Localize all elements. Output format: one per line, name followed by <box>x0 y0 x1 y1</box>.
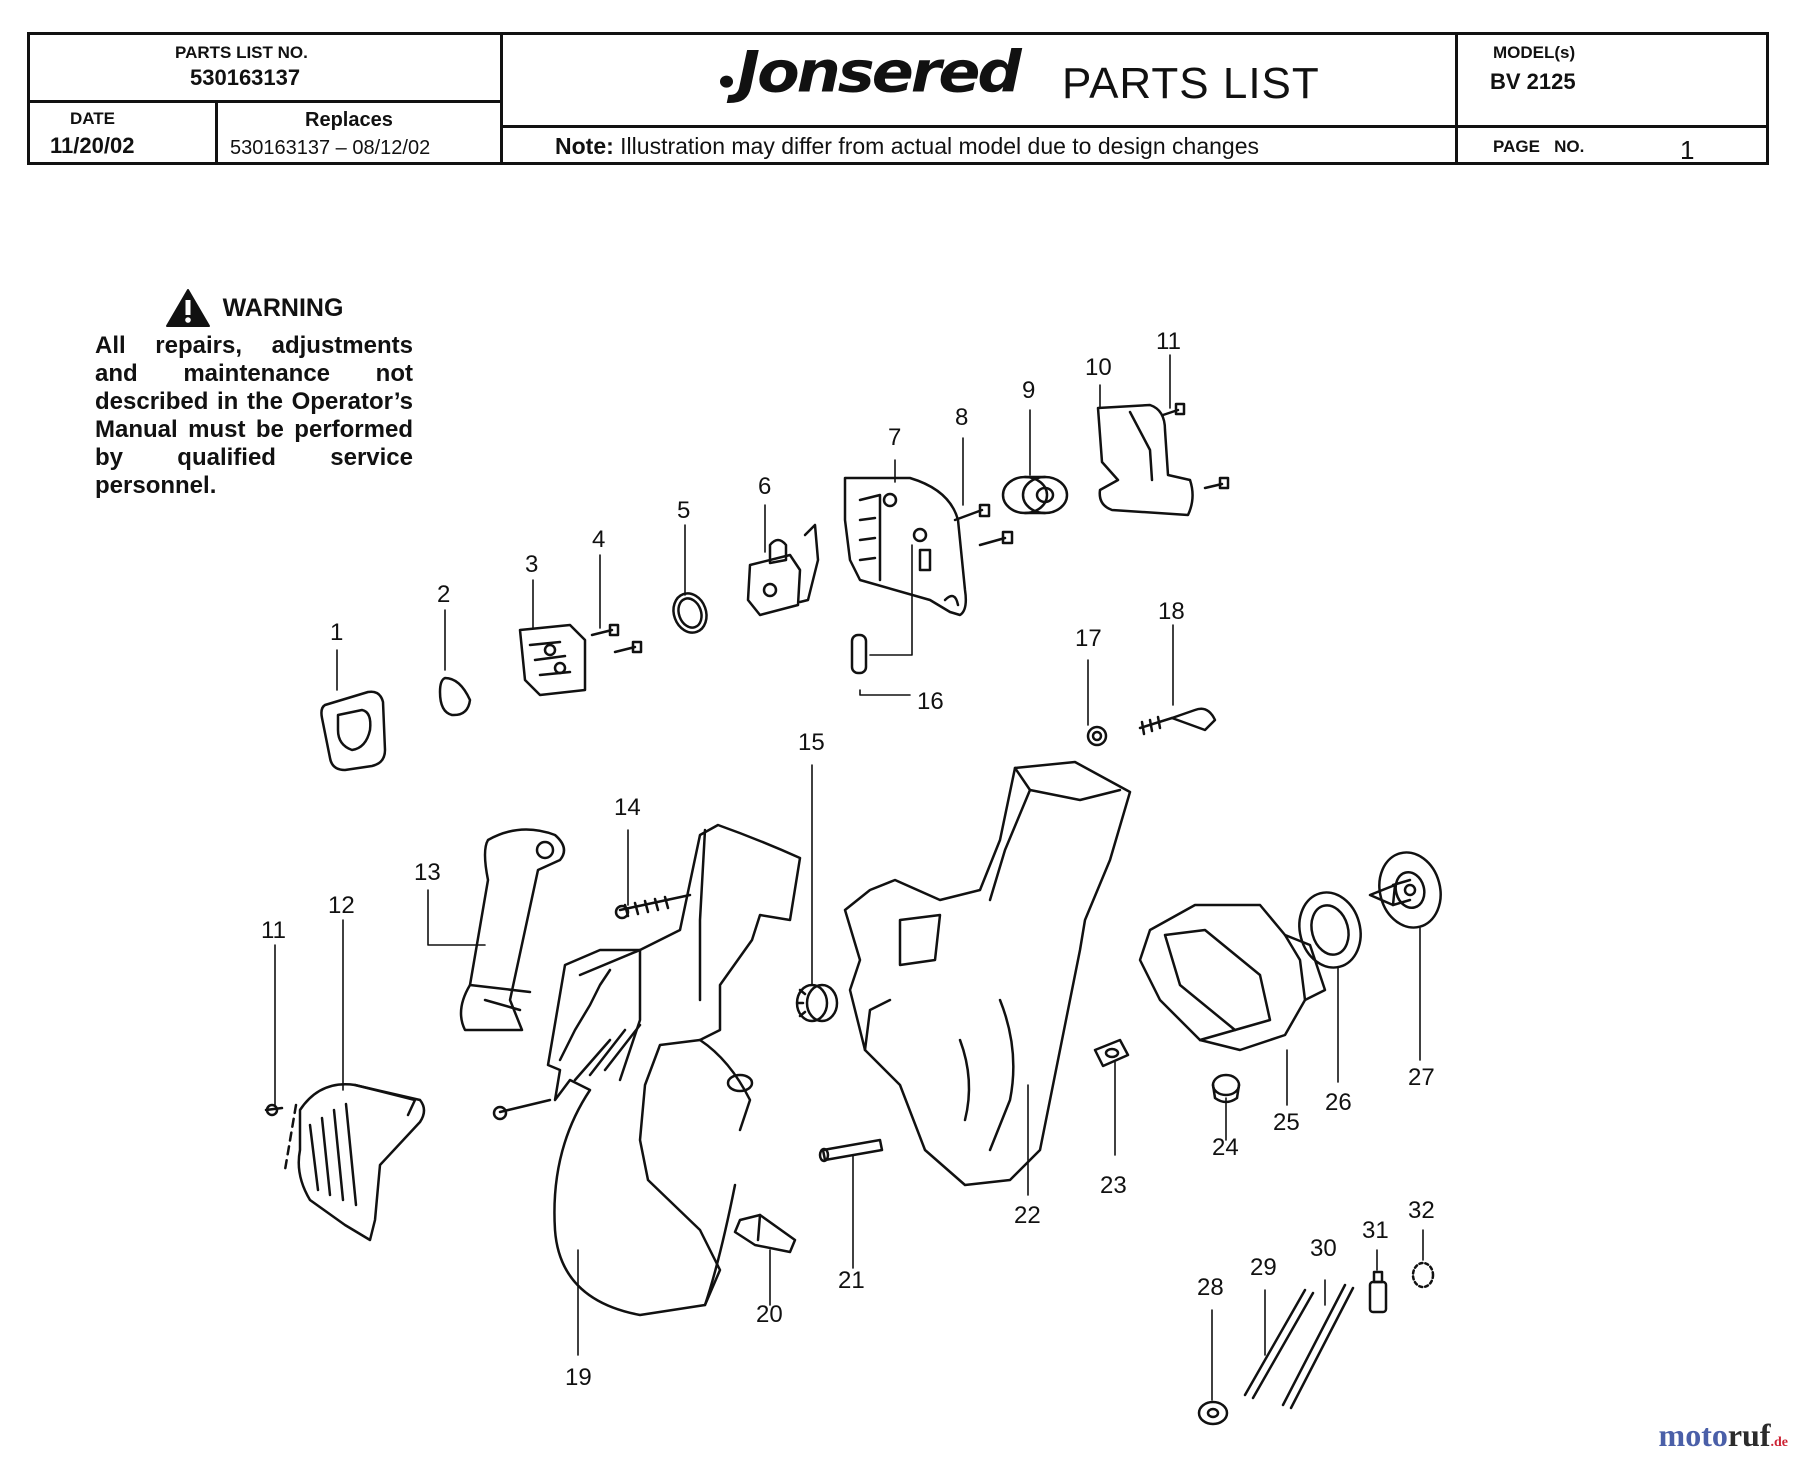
part-13-handle <box>459 828 566 1032</box>
parts-list-no: 530163137 <box>190 65 301 90</box>
part-31-fuel-filter <box>1368 1270 1388 1314</box>
date-value: 11/20/02 <box>50 133 135 158</box>
part-8-screws <box>953 503 1014 547</box>
part-20-clip <box>733 1213 797 1254</box>
callout-26: 26 <box>1325 1089 1352 1116</box>
part-27-bearing <box>1368 851 1442 929</box>
warning-text: All repairs, adjustments and maintenance… <box>95 332 413 499</box>
leader-lines <box>274 354 1424 1401</box>
part-21-pin <box>818 1138 884 1163</box>
callout-15: 15 <box>798 729 825 756</box>
callout-29: 29 <box>1250 1254 1277 1281</box>
callout-12: 12 <box>328 892 355 919</box>
callout-1: 1 <box>330 619 343 646</box>
part-18-knob <box>1138 707 1217 736</box>
part-9-spacer <box>1001 475 1069 515</box>
callout-16: 16 <box>917 688 944 715</box>
callout-11-top: 11 <box>1156 328 1181 355</box>
callout-9: 9 <box>1022 377 1035 404</box>
callout-18: 18 <box>1158 598 1185 625</box>
part-1-gasket <box>320 690 387 772</box>
callout-17: 17 <box>1075 625 1102 652</box>
part-25-fan-housing <box>1138 903 1327 1052</box>
callout-31: 31 <box>1362 1217 1389 1244</box>
part-15-gear <box>795 983 839 1023</box>
part-11-screw-top <box>1161 402 1230 490</box>
models-label: MODEL(s) <box>1493 43 1576 62</box>
part-22-blower-housing <box>843 760 1132 1187</box>
divider <box>215 100 218 162</box>
callout-5: 5 <box>677 497 690 524</box>
callout-30: 30 <box>1310 1235 1337 1262</box>
callout-22: 22 <box>1014 1202 1041 1229</box>
page-title: PARTS LIST <box>1062 59 1320 108</box>
callout-7: 7 <box>888 424 901 451</box>
part-16-pin <box>850 633 868 675</box>
warning-icon <box>165 289 210 327</box>
callout-labels: 1 2 3 4 5 6 7 8 9 10 11 16 17 18 15 14 1… <box>261 328 1435 1391</box>
divider <box>500 125 1766 128</box>
divider <box>500 35 503 162</box>
part-30-fuel-line <box>1281 1283 1355 1410</box>
part-3-filter-base <box>518 623 587 697</box>
part-10-cover <box>1096 403 1194 517</box>
part-2-cap <box>438 676 472 717</box>
part-19-main-housing <box>546 823 802 1317</box>
callout-25: 25 <box>1273 1109 1300 1136</box>
callout-20: 20 <box>756 1301 783 1328</box>
part-28-washer <box>1197 1400 1229 1426</box>
part-11-screw-left <box>264 1103 298 1172</box>
callout-28: 28 <box>1197 1274 1224 1301</box>
callout-27: 27 <box>1408 1064 1435 1091</box>
page-no-label: PAGE NO. <box>1493 137 1585 156</box>
callout-13: 13 <box>414 859 441 886</box>
callout-19: 19 <box>565 1364 592 1391</box>
title-block: PARTS LIST NO. 530163137 DATE 11/20/02 R… <box>27 32 1769 165</box>
part-17-nut <box>1086 725 1108 747</box>
models-value: BV 2125 <box>1490 69 1576 94</box>
note: Note: Illustration may differ from actua… <box>555 133 1259 159</box>
callout-24: 24 <box>1212 1134 1239 1161</box>
part-14-screw <box>492 893 692 1121</box>
page-no-value: 1 <box>1680 135 1695 165</box>
watermark: motoruf.de <box>1658 1417 1788 1453</box>
callout-6: 6 <box>758 473 771 500</box>
callout-21: 21 <box>838 1267 865 1294</box>
callout-23: 23 <box>1100 1172 1127 1199</box>
part-32-clamp <box>1411 1261 1435 1289</box>
date-label: DATE <box>70 109 116 128</box>
callout-8: 8 <box>955 404 968 431</box>
part-23-nut <box>1093 1038 1130 1068</box>
callout-11-left: 11 <box>261 917 286 944</box>
callout-14: 14 <box>614 794 641 821</box>
replaces-label: Replaces <box>305 109 393 131</box>
callout-32: 32 <box>1408 1197 1435 1224</box>
part-4-screws <box>590 623 643 654</box>
callout-10: 10 <box>1085 354 1112 381</box>
divider <box>1455 35 1458 162</box>
callout-3: 3 <box>525 551 538 578</box>
callout-4: 4 <box>592 526 605 553</box>
parts-list-no-label: PARTS LIST NO. <box>175 43 308 62</box>
divider <box>30 100 500 103</box>
part-12-cover <box>297 1083 426 1242</box>
brand-logo: Jonsered <box>720 43 1022 100</box>
part-5-gasket <box>672 592 708 634</box>
divider <box>1455 125 1766 128</box>
part-6-carburetor <box>746 523 820 617</box>
part-7-housing <box>843 476 968 617</box>
replaces-value: 530163137 – 08/12/02 <box>230 137 431 159</box>
part-26-ring <box>1298 891 1362 969</box>
warning-box: WARNING All repairs, adjustments and mai… <box>95 288 413 500</box>
callout-2: 2 <box>437 581 450 608</box>
part-29-fuel-line <box>1243 1288 1315 1400</box>
warning-title: WARNING <box>222 293 344 322</box>
